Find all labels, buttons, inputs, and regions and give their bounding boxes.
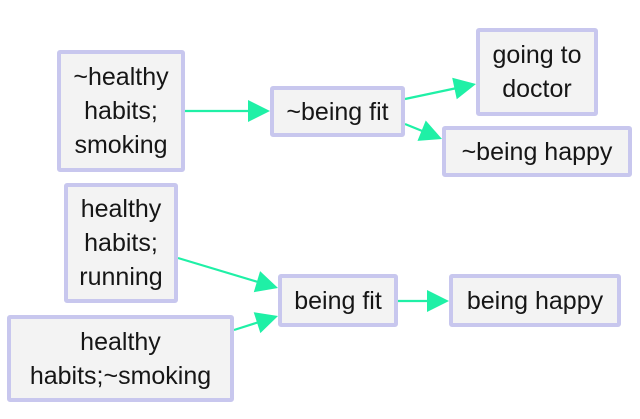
arrowhead: [248, 100, 270, 122]
edge-line: [233, 321, 260, 332]
edge-line: [177, 256, 260, 284]
edge-n5-to-n6: [177, 256, 278, 293]
edge-line: [404, 87, 457, 101]
edge-line: [404, 122, 424, 133]
arrowhead: [452, 77, 476, 100]
edge-n8-to-n6: [233, 312, 278, 334]
node-not-being-happy: ~being happy: [442, 126, 632, 177]
edge-n2-to-n4: [404, 120, 442, 141]
node-not-being-fit: ~being fit: [270, 86, 405, 137]
edge-n1-to-n2: [185, 100, 270, 122]
edge-n2-to-n3: [404, 77, 476, 101]
node-healthy-habits-not-smoking: healthy habits;~smoking: [7, 315, 234, 402]
node-healthy-habits-running: healthy habits; running: [64, 183, 178, 303]
node-being-happy: being happy: [449, 274, 621, 327]
arrowhead: [427, 290, 449, 312]
node-being-fit: being fit: [278, 274, 398, 327]
arrowhead: [253, 312, 278, 334]
node-going-to-doctor: going to doctor: [476, 28, 598, 116]
edge-n6-to-n7: [398, 290, 449, 312]
node-not-healthy-habits-smoking: ~healthy habits; smoking: [57, 50, 185, 172]
arrowhead: [417, 120, 442, 141]
arrowhead: [253, 271, 278, 293]
